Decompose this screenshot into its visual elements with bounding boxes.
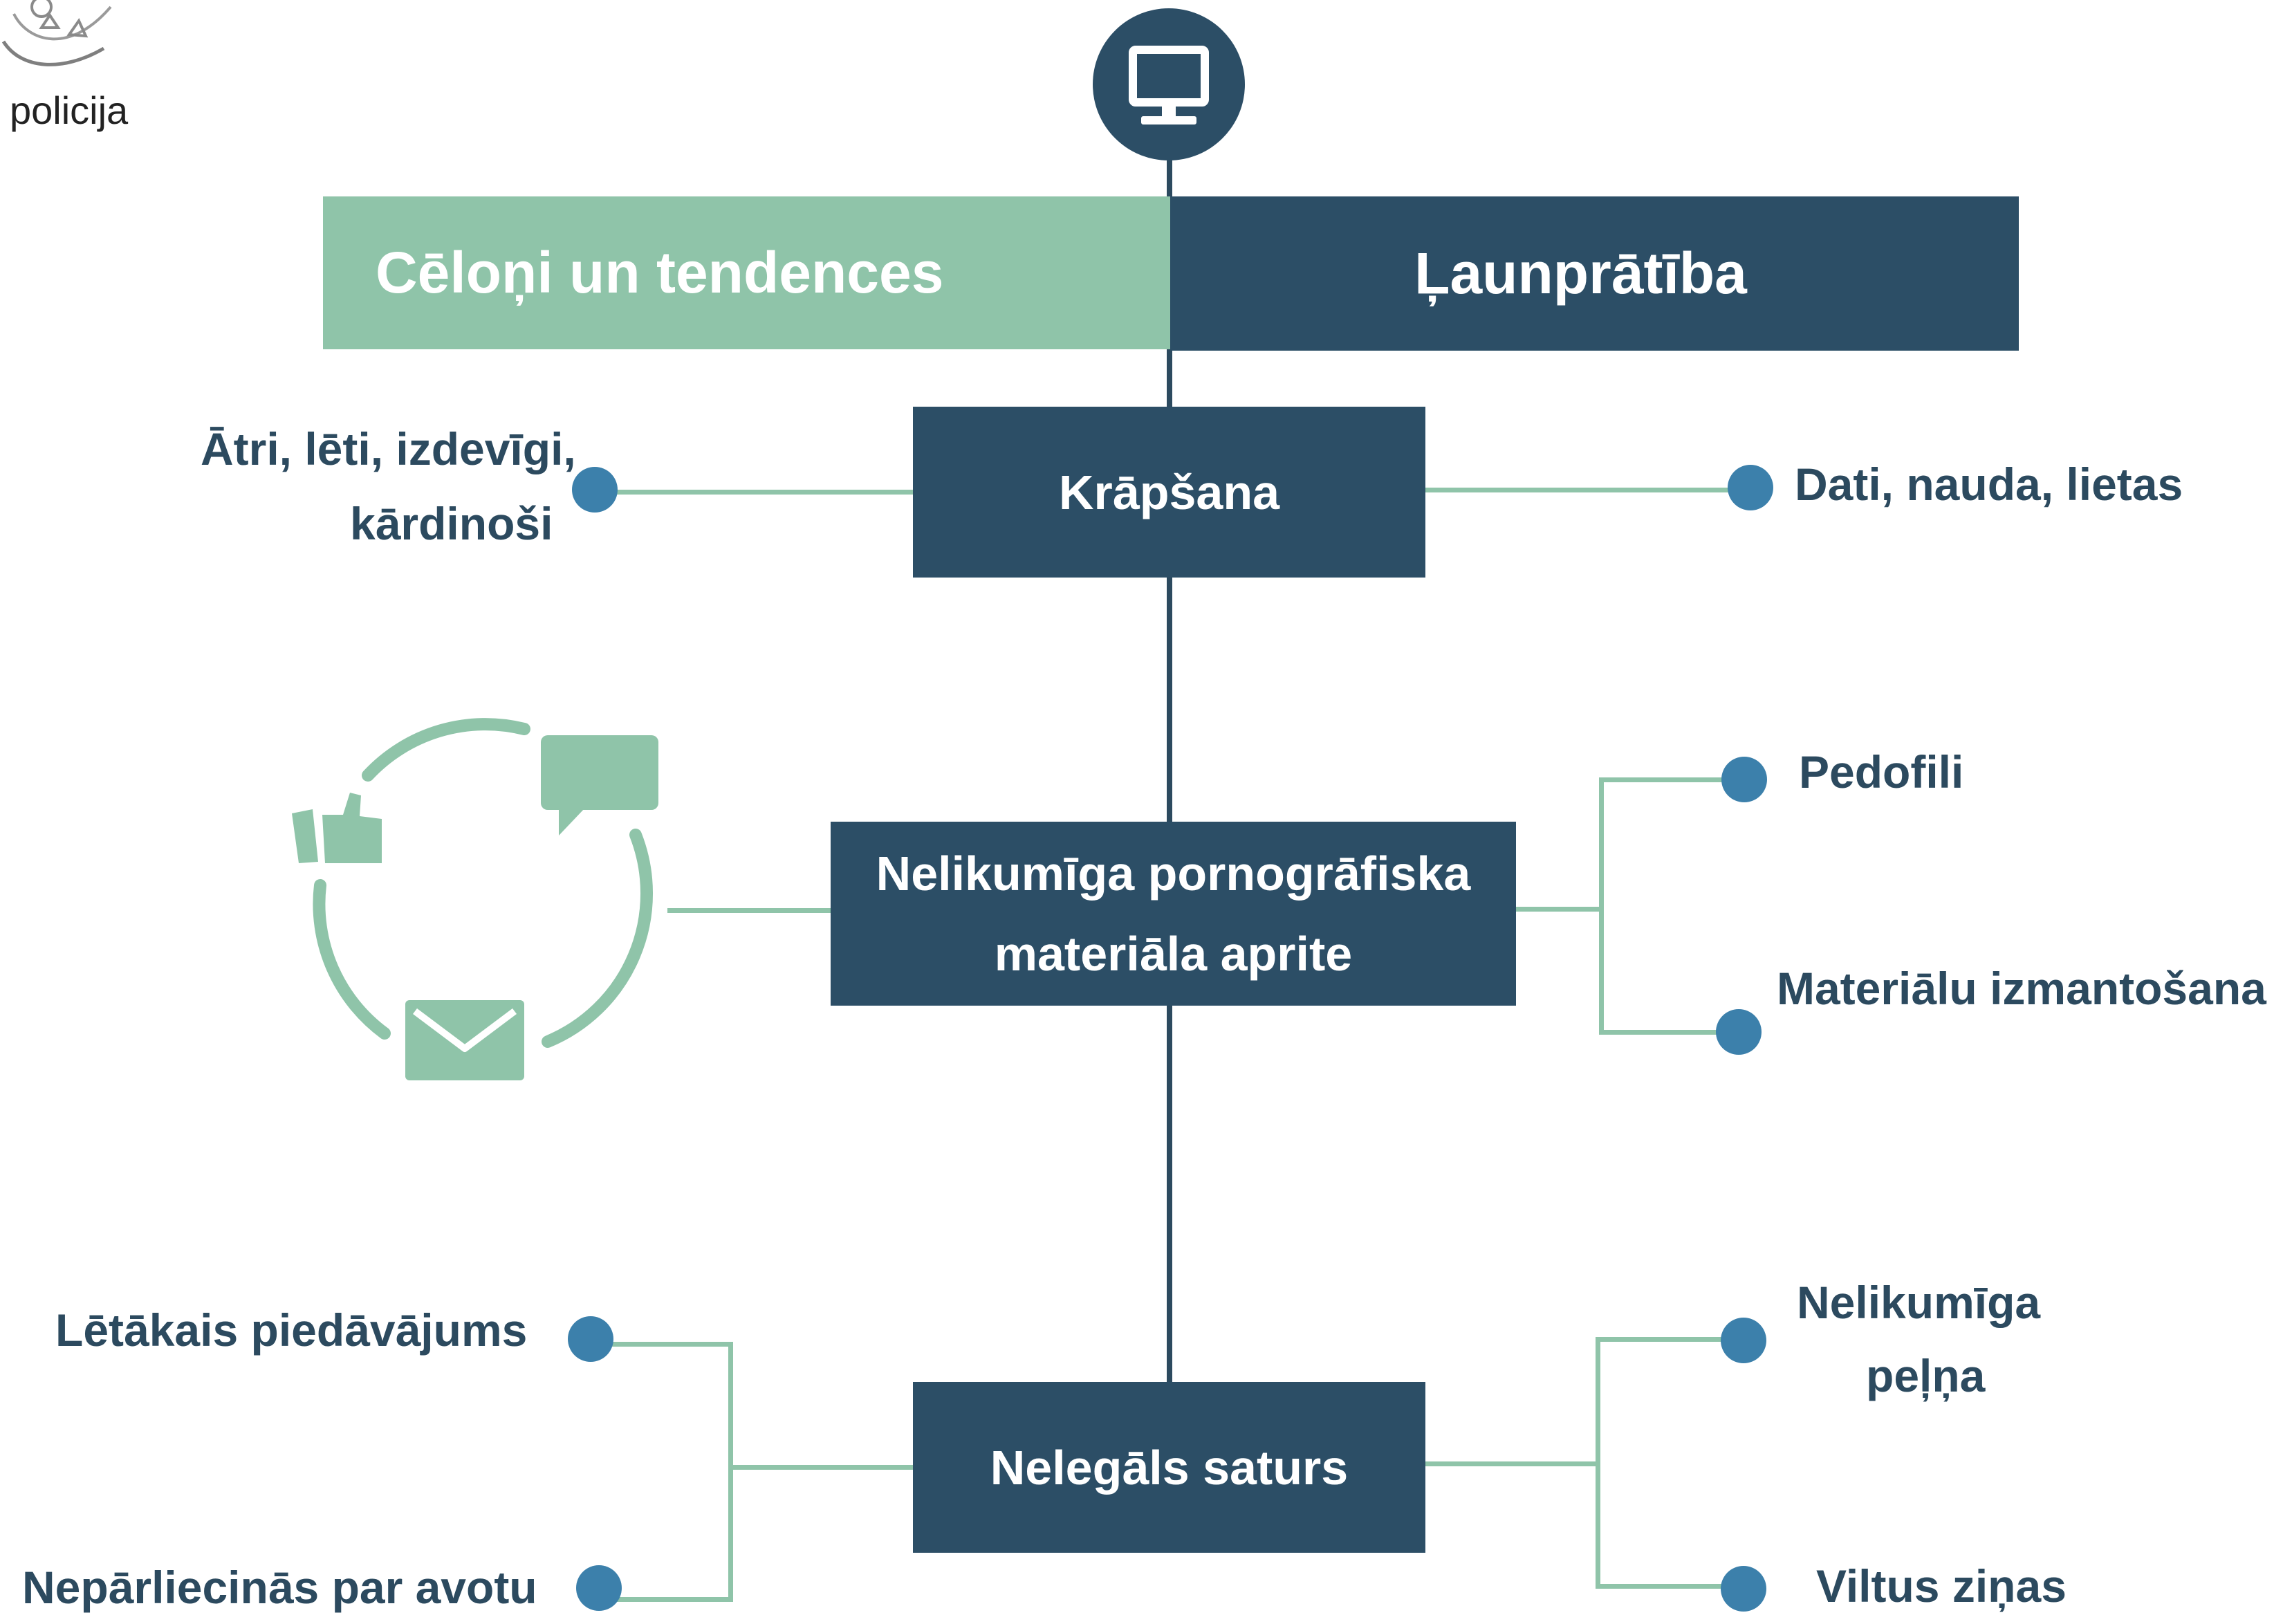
- illegal-left-text-2: Nepārliecinās par avotu: [22, 1562, 537, 1613]
- illegal-left-bracket: [728, 1342, 733, 1602]
- illegal-right-text-2: peļņa: [1866, 1350, 1986, 1401]
- illegal-right-bracket: [1596, 1337, 1600, 1589]
- porn-right-upper-branch: [1599, 777, 1737, 782]
- illegal-right-text-3: Viltus ziņas: [1816, 1560, 2067, 1612]
- fraud-node-label: Krāpšana: [1058, 465, 1280, 519]
- porn-right-bullet-1: [1721, 757, 1767, 802]
- illegal-right-bullet-1: [1721, 1318, 1766, 1363]
- illegal-left-lower-branch: [599, 1597, 733, 1602]
- illegal-right-bullet-2: [1721, 1566, 1766, 1612]
- illegal-right-lower-branch: [1596, 1584, 1741, 1589]
- porn-left-connector: [667, 908, 831, 913]
- porn-node-label-1: Nelikumīga pornogrāfiska: [876, 847, 1471, 901]
- illegal-node: Nelegāls saturs: [913, 1382, 1425, 1553]
- fraud-right-bullet: [1728, 465, 1773, 510]
- fraud-left-connector: [595, 490, 913, 495]
- social-media-cycle-icon: [292, 718, 658, 1080]
- illegal-right-connector: [1425, 1461, 1600, 1466]
- illegal-left-connector: [730, 1465, 913, 1470]
- fraud-right-connector: [1425, 488, 1750, 492]
- illegal-left-upper-branch: [593, 1342, 733, 1347]
- illegal-left-bullet-2: [576, 1565, 622, 1611]
- fraud-left-text-1: Ātri, lēti, izdevīgi,: [201, 423, 576, 474]
- porn-node-label-2: materiāla aprite: [994, 927, 1353, 981]
- illegal-node-label: Nelegāls saturs: [990, 1440, 1349, 1495]
- porn-right-lower-branch: [1599, 1030, 1734, 1035]
- fraud-left-bullet: [572, 467, 618, 513]
- abuse-header: Ļaunprātība: [1170, 196, 2019, 351]
- illegal-right-text-1: Nelikumīga: [1797, 1277, 2041, 1328]
- porn-right-bullet-2: [1716, 1009, 1762, 1055]
- illegal-right-upper-branch: [1596, 1337, 1742, 1342]
- porn-right-bracket: [1599, 777, 1604, 1035]
- logo-caption: policija: [10, 89, 129, 132]
- police-emblem-icon: [1, 0, 112, 66]
- porn-right-text-2: Materiālu izmantošana: [1777, 963, 2266, 1014]
- causes-header: Cēloņi un tendences: [323, 196, 1170, 349]
- fraud-node: Krāpšana: [913, 407, 1425, 578]
- computer-monitor-icon: [1093, 8, 1245, 160]
- fraud-left-text-2: kārdinoši: [350, 498, 553, 549]
- abuse-header-title: Ļaunprātība: [1414, 241, 1747, 306]
- fraud-right-text: Dati, nauda, lietas: [1795, 459, 2183, 510]
- porn-right-connector: [1516, 907, 1602, 912]
- causes-header-title: Cēloņi un tendences: [376, 240, 944, 305]
- porn-node: Nelikumīga pornogrāfiska materiāla aprit…: [831, 822, 1516, 1006]
- illegal-left-text-1: Lētākais piedāvājums: [55, 1304, 528, 1356]
- trunk-line: [1167, 138, 1172, 1390]
- illegal-left-bullet-1: [568, 1316, 613, 1362]
- porn-right-text-1: Pedofili: [1799, 746, 1964, 797]
